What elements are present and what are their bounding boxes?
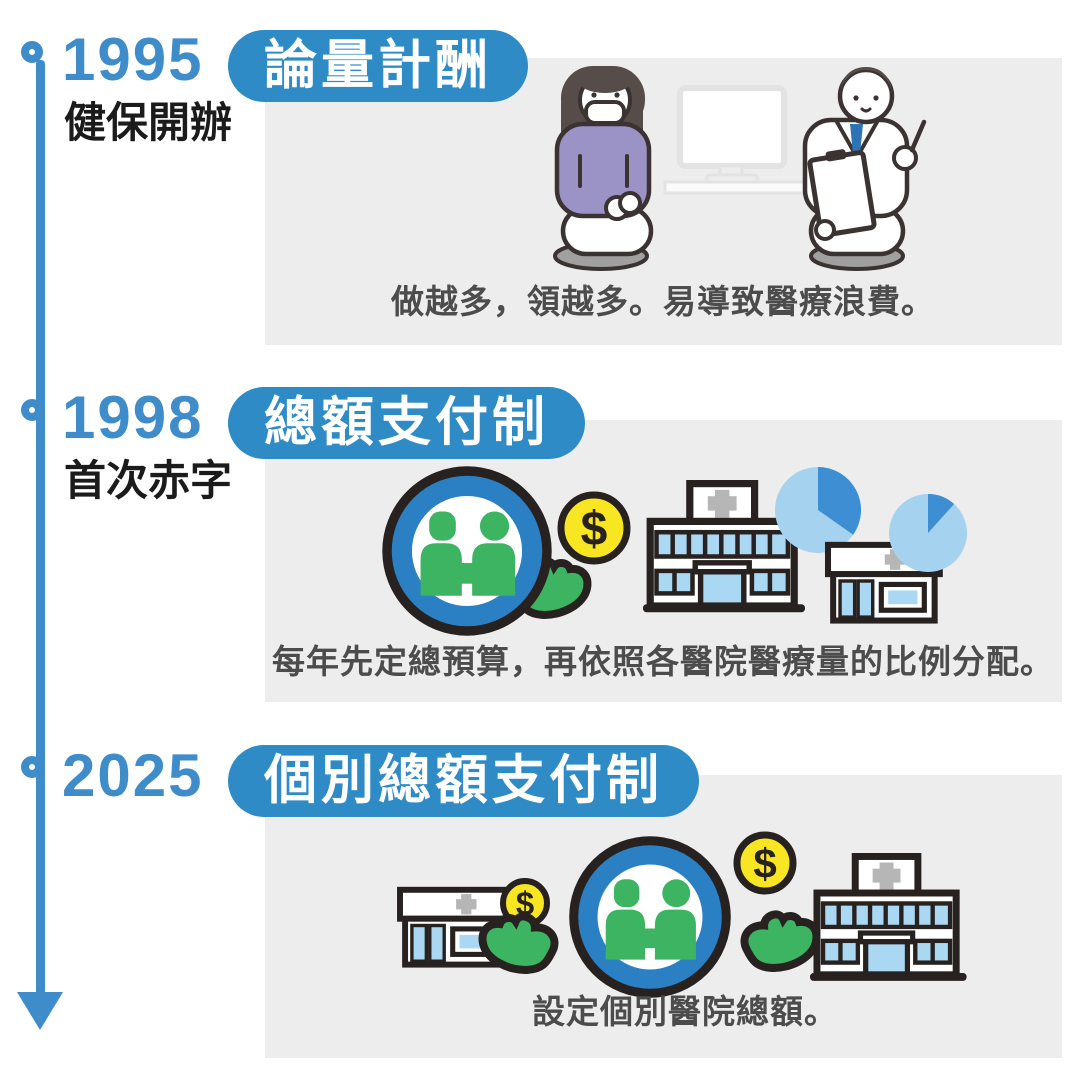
year-2025: 2025 (62, 742, 204, 809)
giving-hand-icon (740, 910, 821, 972)
nhi-people-logo-icon (569, 836, 731, 998)
timeline-arrow-icon (17, 992, 63, 1030)
giving-hand-icon (478, 912, 559, 974)
face-mask-icon (584, 100, 626, 125)
computer-monitor-icon (663, 85, 907, 195)
panel-caption: 設定個別醫院總額。 (532, 993, 838, 1030)
nhi-people-logo-icon (382, 466, 552, 636)
sublabel-1995: 健保開辦 (64, 99, 233, 146)
svg-text:$: $ (581, 503, 608, 556)
year-1995: 1995 (62, 26, 204, 93)
timeline-dot-2025 (21, 756, 43, 778)
title-pill-individual-global-budget: 個別總額支付制 (228, 745, 699, 817)
doctor-patient-illustration: 做越多，領越多。易導致醫療浪費。 (390, 66, 935, 320)
hospital-icon (643, 480, 805, 613)
panel-1995: 做越多，領越多。易導致醫療浪費。 (265, 58, 1062, 345)
pen-icon (909, 119, 927, 153)
sublabel-1998: 首次赤字 (64, 457, 233, 504)
dollar-coin-icon: $ (733, 831, 797, 895)
timeline-dot-1998 (21, 399, 43, 421)
panel-caption: 每年先定總預算，再依照各醫院醫療量的比例分配。 (272, 643, 1054, 680)
title-pill-fee-for-service: 論量計酬 (228, 30, 528, 102)
timeline-dot-1995 (21, 41, 43, 63)
individual-budget-illustration: $ $ (397, 831, 967, 1030)
hospital-pie-chart-icon (775, 467, 862, 553)
clinic-pie-chart-icon (889, 494, 967, 572)
patient-figure (553, 66, 654, 271)
budget-distribution-illustration: $ (272, 466, 1054, 680)
clipboard-icon (807, 149, 877, 238)
year-1998: 1998 (62, 384, 204, 451)
panel-1998: $ (265, 420, 1062, 702)
hospital-icon (810, 853, 967, 981)
dollar-coin-icon: $ (557, 491, 631, 565)
timeline-line (36, 60, 45, 995)
doctor-figure (802, 67, 927, 271)
panel-caption: 做越多，領越多。易導致醫療浪費。 (390, 283, 935, 320)
svg-text:$: $ (753, 840, 776, 887)
panel-2025: $ $ (265, 775, 1062, 1058)
title-pill-global-budget: 總額支付制 (228, 387, 585, 459)
